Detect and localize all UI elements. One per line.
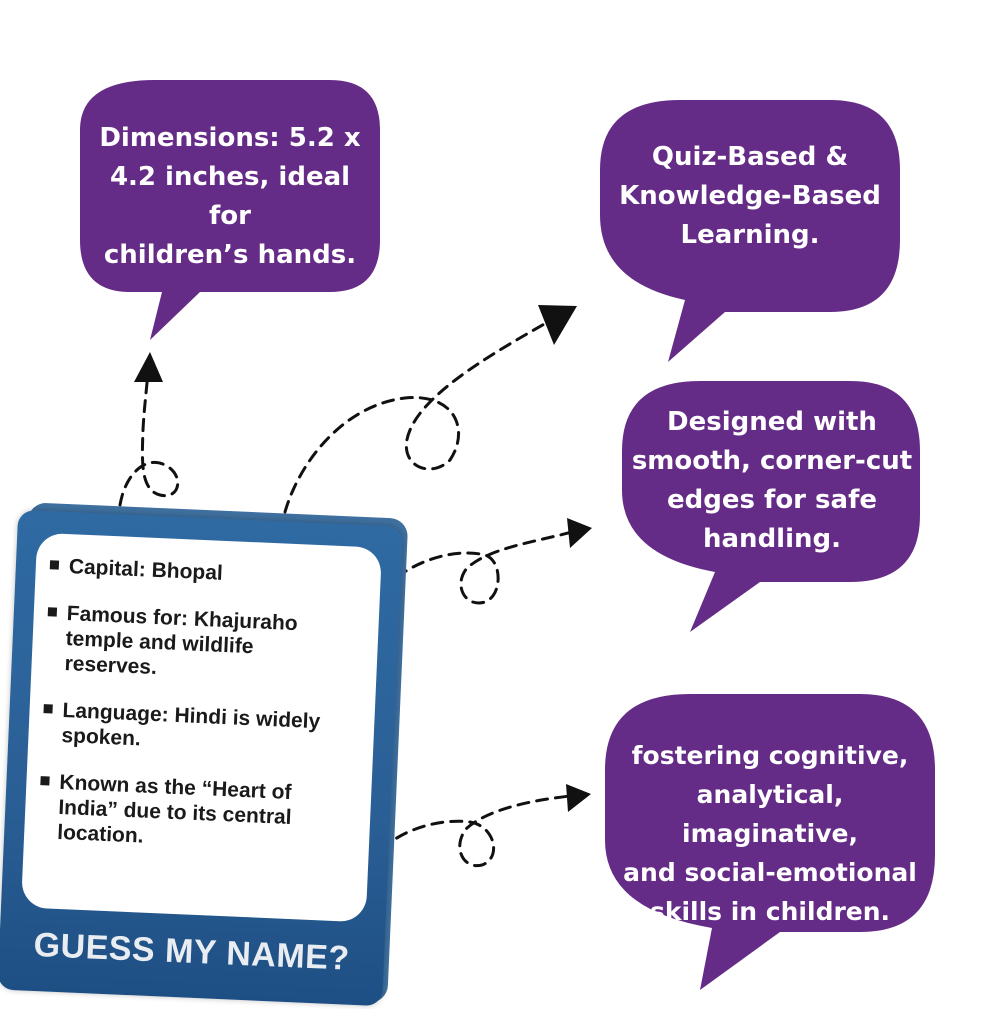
- callout-dimensions-text: Dimensions: 5.2 x 4.2 inches, ideal for …: [95, 119, 365, 275]
- card-facts-panel: Capital: Bhopal Famous for: Khajuraho te…: [20, 532, 382, 923]
- bullet-square-icon: [47, 607, 58, 617]
- card-fact-item: Famous for: Khajuraho temple and wildlif…: [45, 600, 369, 689]
- card-fact-item: Language: Hindi is widely spoken.: [42, 697, 365, 761]
- callout-line: analytical, imaginative,: [682, 780, 858, 848]
- card-fact-item: Capital: Bhopal: [49, 553, 371, 592]
- callout-line: Dimensions: 5.2 x: [99, 123, 361, 153]
- bullet-square-icon: [40, 776, 50, 786]
- arrowhead-edges-icon: [567, 518, 592, 548]
- bullet-square-icon: [43, 704, 53, 714]
- callout-edges-text: Designed with smooth, corner-cut edges f…: [627, 403, 917, 559]
- callout-line: 4.2 inches, ideal for: [109, 162, 351, 231]
- arrowhead-quiz-icon: [538, 305, 577, 345]
- card-fact-item: Known as the “Heart of India” due to its…: [38, 769, 362, 858]
- speech-bubble-dimensions: [80, 80, 380, 340]
- callout-line: Designed with: [667, 407, 877, 437]
- arrowhead-dimensions-icon: [134, 352, 163, 382]
- callout-line: skills in children.: [649, 897, 891, 926]
- callout-quiz-text: Quiz-Based & Knowledge-Based Learning.: [605, 138, 895, 255]
- callout-line: Quiz-Based &: [651, 142, 849, 172]
- card-title: GUESS MY NAME?: [32, 925, 351, 978]
- speech-bubble-edges: [622, 381, 920, 632]
- card-fact-line: Capital: Bhopal: [68, 555, 224, 585]
- dashed-arrow-quiz: [283, 320, 550, 514]
- arrowhead-skills-icon: [566, 784, 591, 812]
- dashed-arrow-edges: [395, 530, 574, 605]
- speech-bubble-quiz: [600, 100, 900, 362]
- callout-line: fostering cognitive,: [631, 741, 909, 770]
- callout-line: Learning.: [680, 220, 820, 250]
- callout-line: handling.: [703, 524, 841, 554]
- bullet-square-icon: [49, 560, 60, 570]
- callout-line: smooth, corner-cut: [631, 446, 913, 476]
- quiz-card: Capital: Bhopal Famous for: Khajuraho te…: [0, 492, 411, 1009]
- callout-line: edges for safe: [666, 485, 878, 515]
- callout-skills-text: fostering cognitive, analytical, imagina…: [605, 736, 935, 931]
- callout-line: children’s hands.: [103, 240, 357, 270]
- callout-line: and social-emotional: [623, 858, 917, 887]
- card-front: Capital: Bhopal Famous for: Khajuraho te…: [0, 509, 403, 1007]
- speech-bubble-skills: [605, 694, 935, 990]
- dashed-arrow-skills: [380, 794, 572, 868]
- callout-line: Knowledge-Based: [619, 181, 881, 211]
- dashed-arrow-dimensions: [118, 370, 180, 507]
